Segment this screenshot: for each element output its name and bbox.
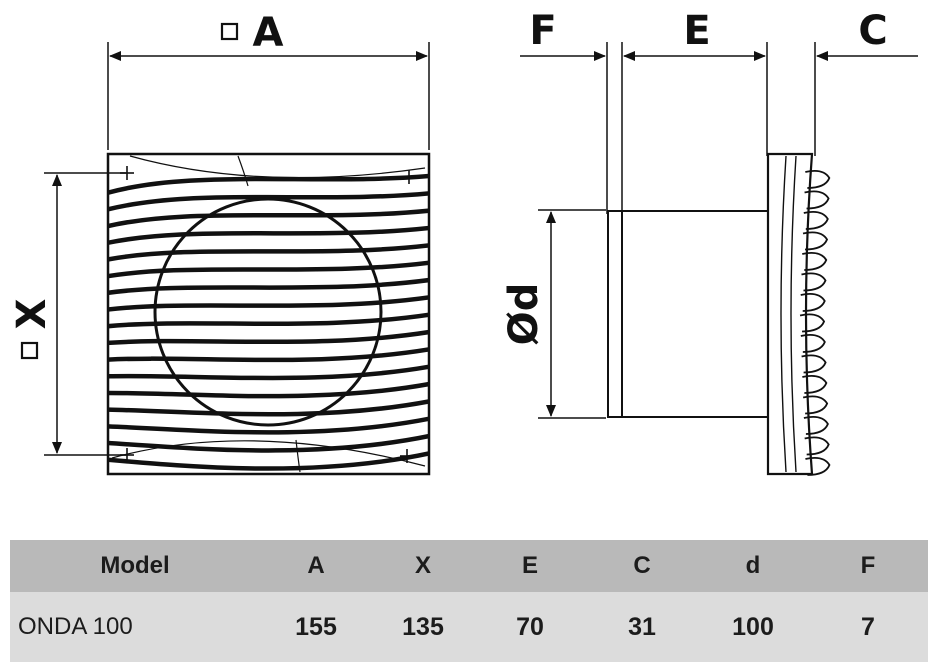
center-disc [153, 197, 383, 427]
table-cell: 155 [260, 592, 372, 662]
grill-slat [108, 399, 429, 417]
panel-profile [766, 152, 814, 476]
column-header-a: A [260, 540, 372, 592]
grill-slat [108, 364, 429, 381]
table-cell: 100 [698, 592, 808, 662]
column-header-f: F [808, 540, 928, 592]
louver-fin [804, 436, 830, 456]
square-symbol-icon [220, 22, 239, 41]
table-cell: ONDA 100 [10, 592, 260, 662]
grill-slat [108, 329, 429, 346]
square-symbol-icon-x [20, 341, 39, 360]
louver-fin [802, 395, 829, 415]
grill-slat [108, 451, 429, 471]
louver-fin [800, 292, 826, 312]
column-header-d: d [698, 540, 808, 592]
louver-fin [803, 210, 829, 230]
grill-slat [108, 173, 429, 196]
louver-fin [800, 333, 826, 353]
technical-drawing: A X [9, 8, 918, 476]
louver-fins [799, 169, 831, 476]
column-header-c: C [586, 540, 698, 592]
table-cell: 31 [586, 592, 698, 662]
dimension-a: A [107, 10, 430, 150]
louver-fin [801, 272, 827, 292]
dimension-e: E [623, 8, 768, 156]
label-c: C [858, 8, 887, 54]
louver-fin [803, 415, 829, 435]
grill-slats [108, 173, 429, 471]
dimension-f: F [520, 8, 623, 214]
side-view: F E C Ød [501, 8, 918, 476]
grill-slat [108, 243, 429, 262]
table-cell: 70 [474, 592, 586, 662]
column-header-model: Model [10, 540, 260, 592]
spigot-flange [607, 210, 623, 418]
mounting-marks [120, 166, 416, 463]
label-diameter: Ød [501, 283, 547, 346]
louver-fin [802, 251, 828, 271]
louver-fin [799, 313, 826, 333]
grill-slat [108, 416, 429, 435]
dimension-x: X [9, 172, 126, 456]
grill-slat [108, 312, 429, 329]
grill-slat [108, 347, 429, 363]
label-x: X [9, 298, 55, 329]
table-cell: 7 [808, 592, 928, 662]
grill-slat [108, 225, 429, 246]
column-header-x: X [372, 540, 474, 592]
grill-slat [108, 295, 429, 312]
grill-slat [108, 381, 429, 399]
grill-slat [108, 191, 429, 212]
grill-slat [108, 260, 429, 279]
table-cell: 135 [372, 592, 474, 662]
spigot-body [621, 210, 769, 418]
dimension-c: C [814, 8, 918, 156]
label-f: F [529, 8, 556, 54]
grill-slat [108, 433, 429, 453]
dimension-d: Ød [501, 209, 606, 419]
grill-slat [108, 208, 429, 229]
grill-slat [108, 277, 429, 296]
column-header-e: E [474, 540, 586, 592]
louver-fin [805, 456, 831, 476]
louver-fin [802, 231, 829, 251]
louver-fin [805, 169, 831, 189]
louver-fin [804, 190, 830, 210]
label-a: A [253, 10, 284, 56]
front-view: A X [9, 10, 431, 476]
label-e: E [683, 8, 710, 54]
louver-fin [802, 374, 828, 394]
louver-fin [801, 354, 827, 374]
